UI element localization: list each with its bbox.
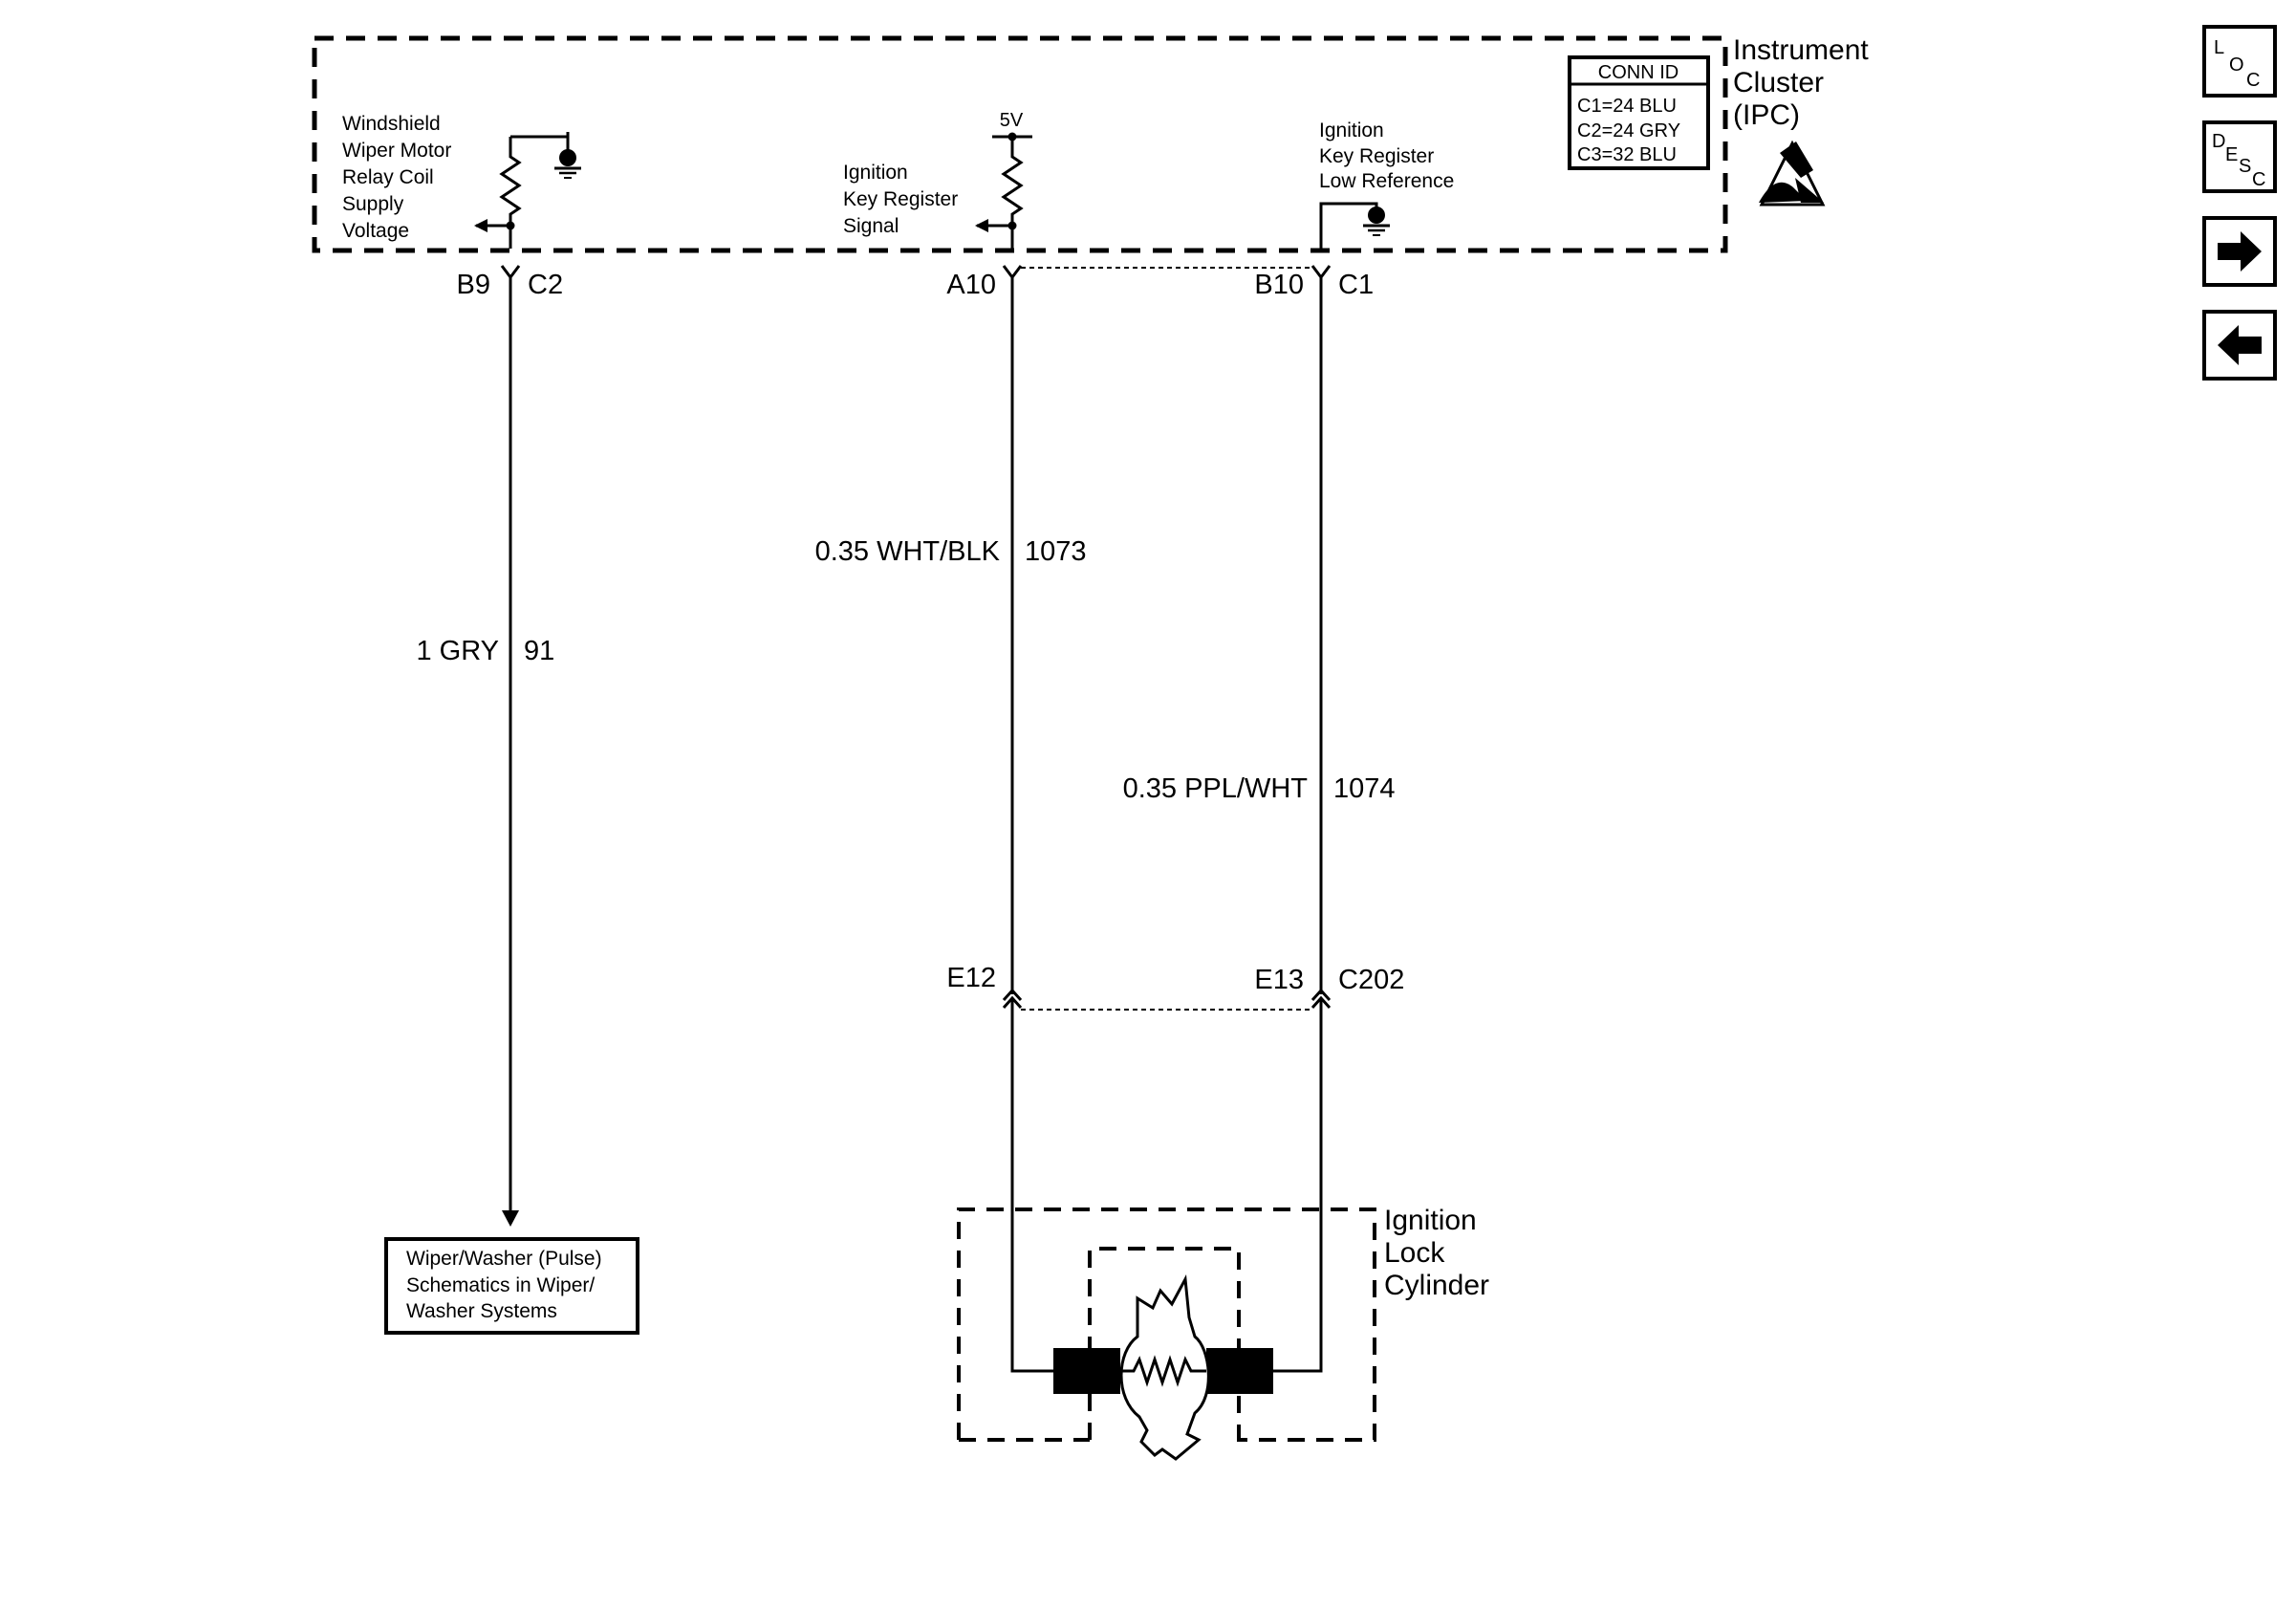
pin-a10: A10 xyxy=(946,270,996,300)
connector-c1: C1 xyxy=(1338,270,1374,300)
desc-letter-e: E xyxy=(2225,144,2238,165)
ignition-lock-label-2: Lock xyxy=(1384,1237,1445,1269)
ignition-lock-outer-boundary xyxy=(957,1208,1376,1442)
desc-letter-c: C xyxy=(2252,169,2265,190)
desc-button[interactable]: D E S C xyxy=(2202,120,2277,193)
ipc-title-line-1: Instrument xyxy=(1733,34,1869,66)
ign-signal-label-3: Signal xyxy=(843,215,899,237)
pin-e13: E13 xyxy=(1254,965,1304,995)
ignition-lock-inner-boundary xyxy=(1088,1247,1241,1440)
desc-letter-s: S xyxy=(2239,156,2251,177)
wiper-pullup-resistor xyxy=(476,132,570,249)
signal-pullup-resistor xyxy=(977,135,1032,249)
ign-lowref-label-2: Key Register xyxy=(1319,145,1434,167)
wire-91 xyxy=(502,277,519,1227)
ign-lowref-label-1: Ignition xyxy=(1319,120,1384,141)
back-button[interactable] xyxy=(2202,310,2277,381)
loc-letter-c: C xyxy=(2246,70,2260,91)
signal-5v-dot xyxy=(1007,132,1017,141)
wire-1073-circuit: 1073 xyxy=(1025,536,1087,567)
wiper-circuit-label-1: Windshield xyxy=(342,113,441,135)
ignition-lock-cylinder: Ignition Lock Cylinder xyxy=(957,1205,1489,1461)
lock-right-contact xyxy=(1206,1348,1273,1394)
c202-connector-pins xyxy=(1002,988,1332,1214)
wiper-circuit-label-2: Wiper Motor xyxy=(342,140,451,162)
conn-id-row-2: C2=24 GRY xyxy=(1577,120,1680,141)
wiper-junction-dot xyxy=(506,221,515,230)
ign-lowref-label-3: Low Reference xyxy=(1319,170,1454,192)
ignition-lock-label-3: Cylinder xyxy=(1384,1270,1489,1301)
ipc-title-line-3: (IPC) xyxy=(1733,99,1800,131)
arrow-right-icon xyxy=(2218,231,2262,272)
lowref-circuit xyxy=(1319,202,1378,249)
conn-id-row-3: C3=32 BLU xyxy=(1577,144,1677,165)
wiper-circuit-label-5: Voltage xyxy=(342,220,409,242)
wiper-circuit-label-3: Relay Coil xyxy=(342,166,434,188)
lock-left-lead xyxy=(1010,1214,1053,1373)
ipc-module: Instrument Cluster (IPC) CONN ID C1=24 B… xyxy=(312,34,1869,253)
lock-right-lead xyxy=(1271,1214,1323,1373)
wiper-circuit-label-4: Supply xyxy=(342,193,404,215)
wire-1074-color: 0.35 PPL/WHT xyxy=(1123,773,1309,804)
esd-warning-icon xyxy=(1759,140,1826,207)
wiper-ground-symbol xyxy=(554,149,581,179)
arrow-left-icon xyxy=(2218,325,2262,365)
conn-id-table: CONN ID C1=24 BLU C2=24 GRY C3=32 BLU xyxy=(1568,55,1710,170)
signal-junction-dot xyxy=(1007,221,1017,230)
conn-id-row-1: C1=24 BLU xyxy=(1577,96,1677,117)
wire-1073-color: 0.35 WHT/BLK xyxy=(815,536,1001,567)
wire-91-color: 1 GRY xyxy=(416,636,499,666)
wiper-washer-reference[interactable]: Wiper/Washer (Pulse) Schematics in Wiper… xyxy=(384,1237,639,1335)
loc-letter-l: L xyxy=(2214,37,2224,58)
ign-signal-label-1: Ignition xyxy=(843,162,908,184)
lock-left-contact xyxy=(1053,1348,1120,1394)
key-pellet-resistor xyxy=(1120,1355,1206,1387)
supply-5v-label: 5V xyxy=(1000,110,1024,131)
loc-button[interactable]: L O C xyxy=(2202,25,2277,98)
ign-signal-label-2: Key Register xyxy=(843,188,958,210)
ipc-title-line-2: Cluster xyxy=(1733,67,1824,98)
loc-letter-o: O xyxy=(2229,54,2244,76)
connector-c202: C202 xyxy=(1338,965,1404,995)
pin-b10: B10 xyxy=(1254,270,1304,300)
pin-b9: B9 xyxy=(457,270,490,300)
wire-1074-circuit: 1074 xyxy=(1333,773,1396,804)
connector-c2: C2 xyxy=(528,270,563,300)
ignition-lock-label-1: Ignition xyxy=(1384,1205,1477,1236)
desc-letter-d: D xyxy=(2212,131,2225,152)
ipc-boundary xyxy=(312,35,1728,253)
pin-e12: E12 xyxy=(946,963,996,993)
lowref-ground-symbol xyxy=(1363,207,1390,236)
wiper-ref-line-3: Washer Systems xyxy=(406,1300,557,1322)
forward-button[interactable] xyxy=(2202,216,2277,287)
conn-id-header: CONN ID xyxy=(1598,62,1679,83)
signal-output-arrow xyxy=(975,219,988,232)
wiper-output-arrow xyxy=(474,219,487,232)
wiper-ref-line-2: Schematics in Wiper/ xyxy=(406,1274,595,1296)
wiper-ref-line-1: Wiper/Washer (Pulse) xyxy=(406,1248,602,1270)
key-pellet-icon xyxy=(1119,1273,1210,1461)
wire-91-circuit: 91 xyxy=(524,636,554,666)
